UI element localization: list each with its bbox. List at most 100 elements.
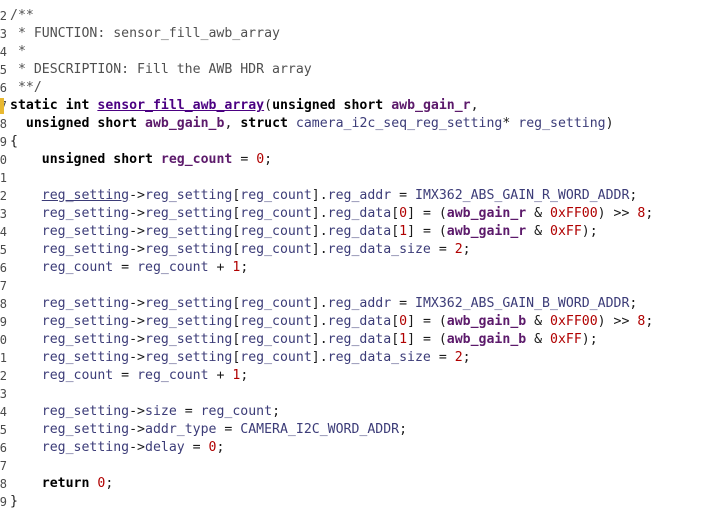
code-token: 2: [454, 350, 463, 365]
code-token: [10, 152, 42, 167]
code-token: reg_count: [240, 332, 312, 347]
code-line[interactable]: reg_setting->reg_setting[reg_count].reg_…: [10, 349, 471, 367]
code-token: size: [145, 404, 177, 419]
code-token: =: [176, 404, 201, 419]
code-token: [10, 350, 42, 365]
code-token: addr_type: [145, 422, 217, 437]
code-token: reg_data: [327, 314, 392, 329]
code-token: reg_setting: [41, 350, 130, 365]
code-token: reg_count: [240, 224, 312, 239]
code-token: awb_gain_r: [446, 206, 527, 221]
code-line[interactable]: reg_setting->reg_setting[reg_count].reg_…: [10, 205, 654, 223]
code-token: unsigned: [25, 116, 90, 131]
code-token: ,: [470, 98, 479, 113]
line-number: 5: [0, 243, 7, 257]
code-token: int: [65, 98, 90, 113]
code-token: reg_setting: [145, 296, 233, 311]
code-line[interactable]: reg_count = reg_count + 1;: [10, 259, 249, 277]
code-token: IMX362_ABS_GAIN_B_WORD_ADDR: [415, 296, 630, 311]
code-token: 0: [256, 152, 265, 167]
code-token: [10, 314, 42, 329]
code-token: [10, 440, 42, 455]
code-token: reg_setting: [41, 314, 130, 329]
code-line[interactable]: reg_setting->size = reg_count;: [10, 403, 280, 421]
code-token: ].: [311, 242, 328, 257]
code-token: ->: [129, 224, 145, 239]
code-line[interactable]: *: [10, 43, 26, 61]
line-number-gutter: 2345678901234567890123456789: [0, 0, 7, 514]
code-line[interactable]: unsigned short reg_count = 0;: [10, 151, 272, 169]
code-token: reg_count: [240, 350, 312, 365]
code-token: /**: [10, 8, 34, 23]
code-line[interactable]: * DESCRIPTION: Fill the AWB HDR array: [10, 61, 312, 79]
code-line[interactable]: unsigned short awb_gain_b, struct camera…: [10, 115, 614, 133]
line-number: 4: [0, 225, 7, 239]
code-line[interactable]: reg_setting->reg_setting[reg_count].reg_…: [10, 295, 638, 313]
code-token: =: [391, 296, 416, 311]
code-line[interactable]: /**: [10, 7, 34, 25]
code-token: [: [232, 224, 241, 239]
code-token: ->: [129, 422, 145, 437]
code-line[interactable]: reg_setting->reg_setting[reg_count].reg_…: [10, 241, 471, 259]
code-token: ): [605, 116, 614, 131]
code-line[interactable]: reg_setting->delay = 0;: [10, 439, 225, 457]
code-token: [10, 206, 42, 221]
code-token: [10, 332, 42, 347]
code-token: delay: [145, 440, 185, 455]
code-token: ].: [311, 206, 328, 221]
code-token: ].: [311, 332, 328, 347]
code-token: [58, 98, 66, 113]
code-token: 0xFF00: [550, 206, 598, 221]
code-token: ->: [129, 332, 145, 347]
code-line[interactable]: static int sensor_fill_awb_array(unsigne…: [10, 97, 479, 115]
code-token: =: [391, 188, 416, 203]
code-token: reg_addr: [327, 188, 392, 203]
code-token: reg_setting: [145, 314, 233, 329]
code-token: 1: [232, 368, 241, 383]
code-token: ->: [129, 188, 145, 203]
code-token: ;: [399, 422, 408, 437]
code-line[interactable]: reg_setting->addr_type = CAMERA_I2C_WORD…: [10, 421, 407, 439]
line-number: 2: [0, 9, 7, 23]
code-token: ] = (: [407, 224, 447, 239]
code-token: [10, 224, 42, 239]
code-line[interactable]: return 0;: [10, 475, 114, 493]
code-token: reg_setting: [518, 116, 606, 131]
code-token: ;: [462, 350, 471, 365]
code-token: reg_count: [41, 368, 114, 383]
code-token: &: [526, 314, 551, 329]
line-number: 8: [0, 477, 7, 491]
code-line[interactable]: reg_setting->reg_setting[reg_count].reg_…: [10, 223, 598, 241]
code-token: =: [430, 242, 455, 257]
code-token: ;: [645, 206, 654, 221]
code-token: [153, 152, 161, 167]
line-number: 3: [0, 387, 7, 401]
code-text-area[interactable]: /** * FUNCTION: sensor_fill_awb_array * …: [10, 0, 713, 514]
code-token: =: [113, 368, 138, 383]
code-line[interactable]: }: [10, 493, 18, 511]
code-token: reg_setting: [145, 350, 233, 365]
code-token: short: [113, 152, 153, 167]
code-token: 2: [454, 242, 463, 257]
code-token: ->: [129, 242, 145, 257]
code-line[interactable]: reg_setting->reg_setting[reg_count].reg_…: [10, 187, 638, 205]
code-line[interactable]: reg_setting->reg_setting[reg_count].reg_…: [10, 313, 654, 331]
code-line[interactable]: reg_setting->reg_setting[reg_count].reg_…: [10, 331, 598, 349]
code-token: 1: [232, 260, 241, 275]
code-token: [: [232, 242, 241, 257]
code-token: reg_setting: [41, 242, 130, 257]
code-token: [: [232, 332, 241, 347]
code-token: *: [10, 44, 26, 59]
code-token: static: [10, 98, 58, 113]
current-line-marker: [0, 98, 4, 114]
code-line[interactable]: {: [10, 133, 18, 151]
code-line[interactable]: **/: [10, 79, 42, 97]
code-token: ;: [272, 404, 281, 419]
code-line[interactable]: * FUNCTION: sensor_fill_awb_array: [10, 25, 280, 43]
code-line[interactable]: reg_count = reg_count + 1;: [10, 367, 249, 385]
code-token: 1: [399, 224, 408, 239]
code-token: reg_addr: [327, 296, 392, 311]
code-token: ].: [311, 314, 328, 329]
line-number: 7: [0, 279, 7, 293]
